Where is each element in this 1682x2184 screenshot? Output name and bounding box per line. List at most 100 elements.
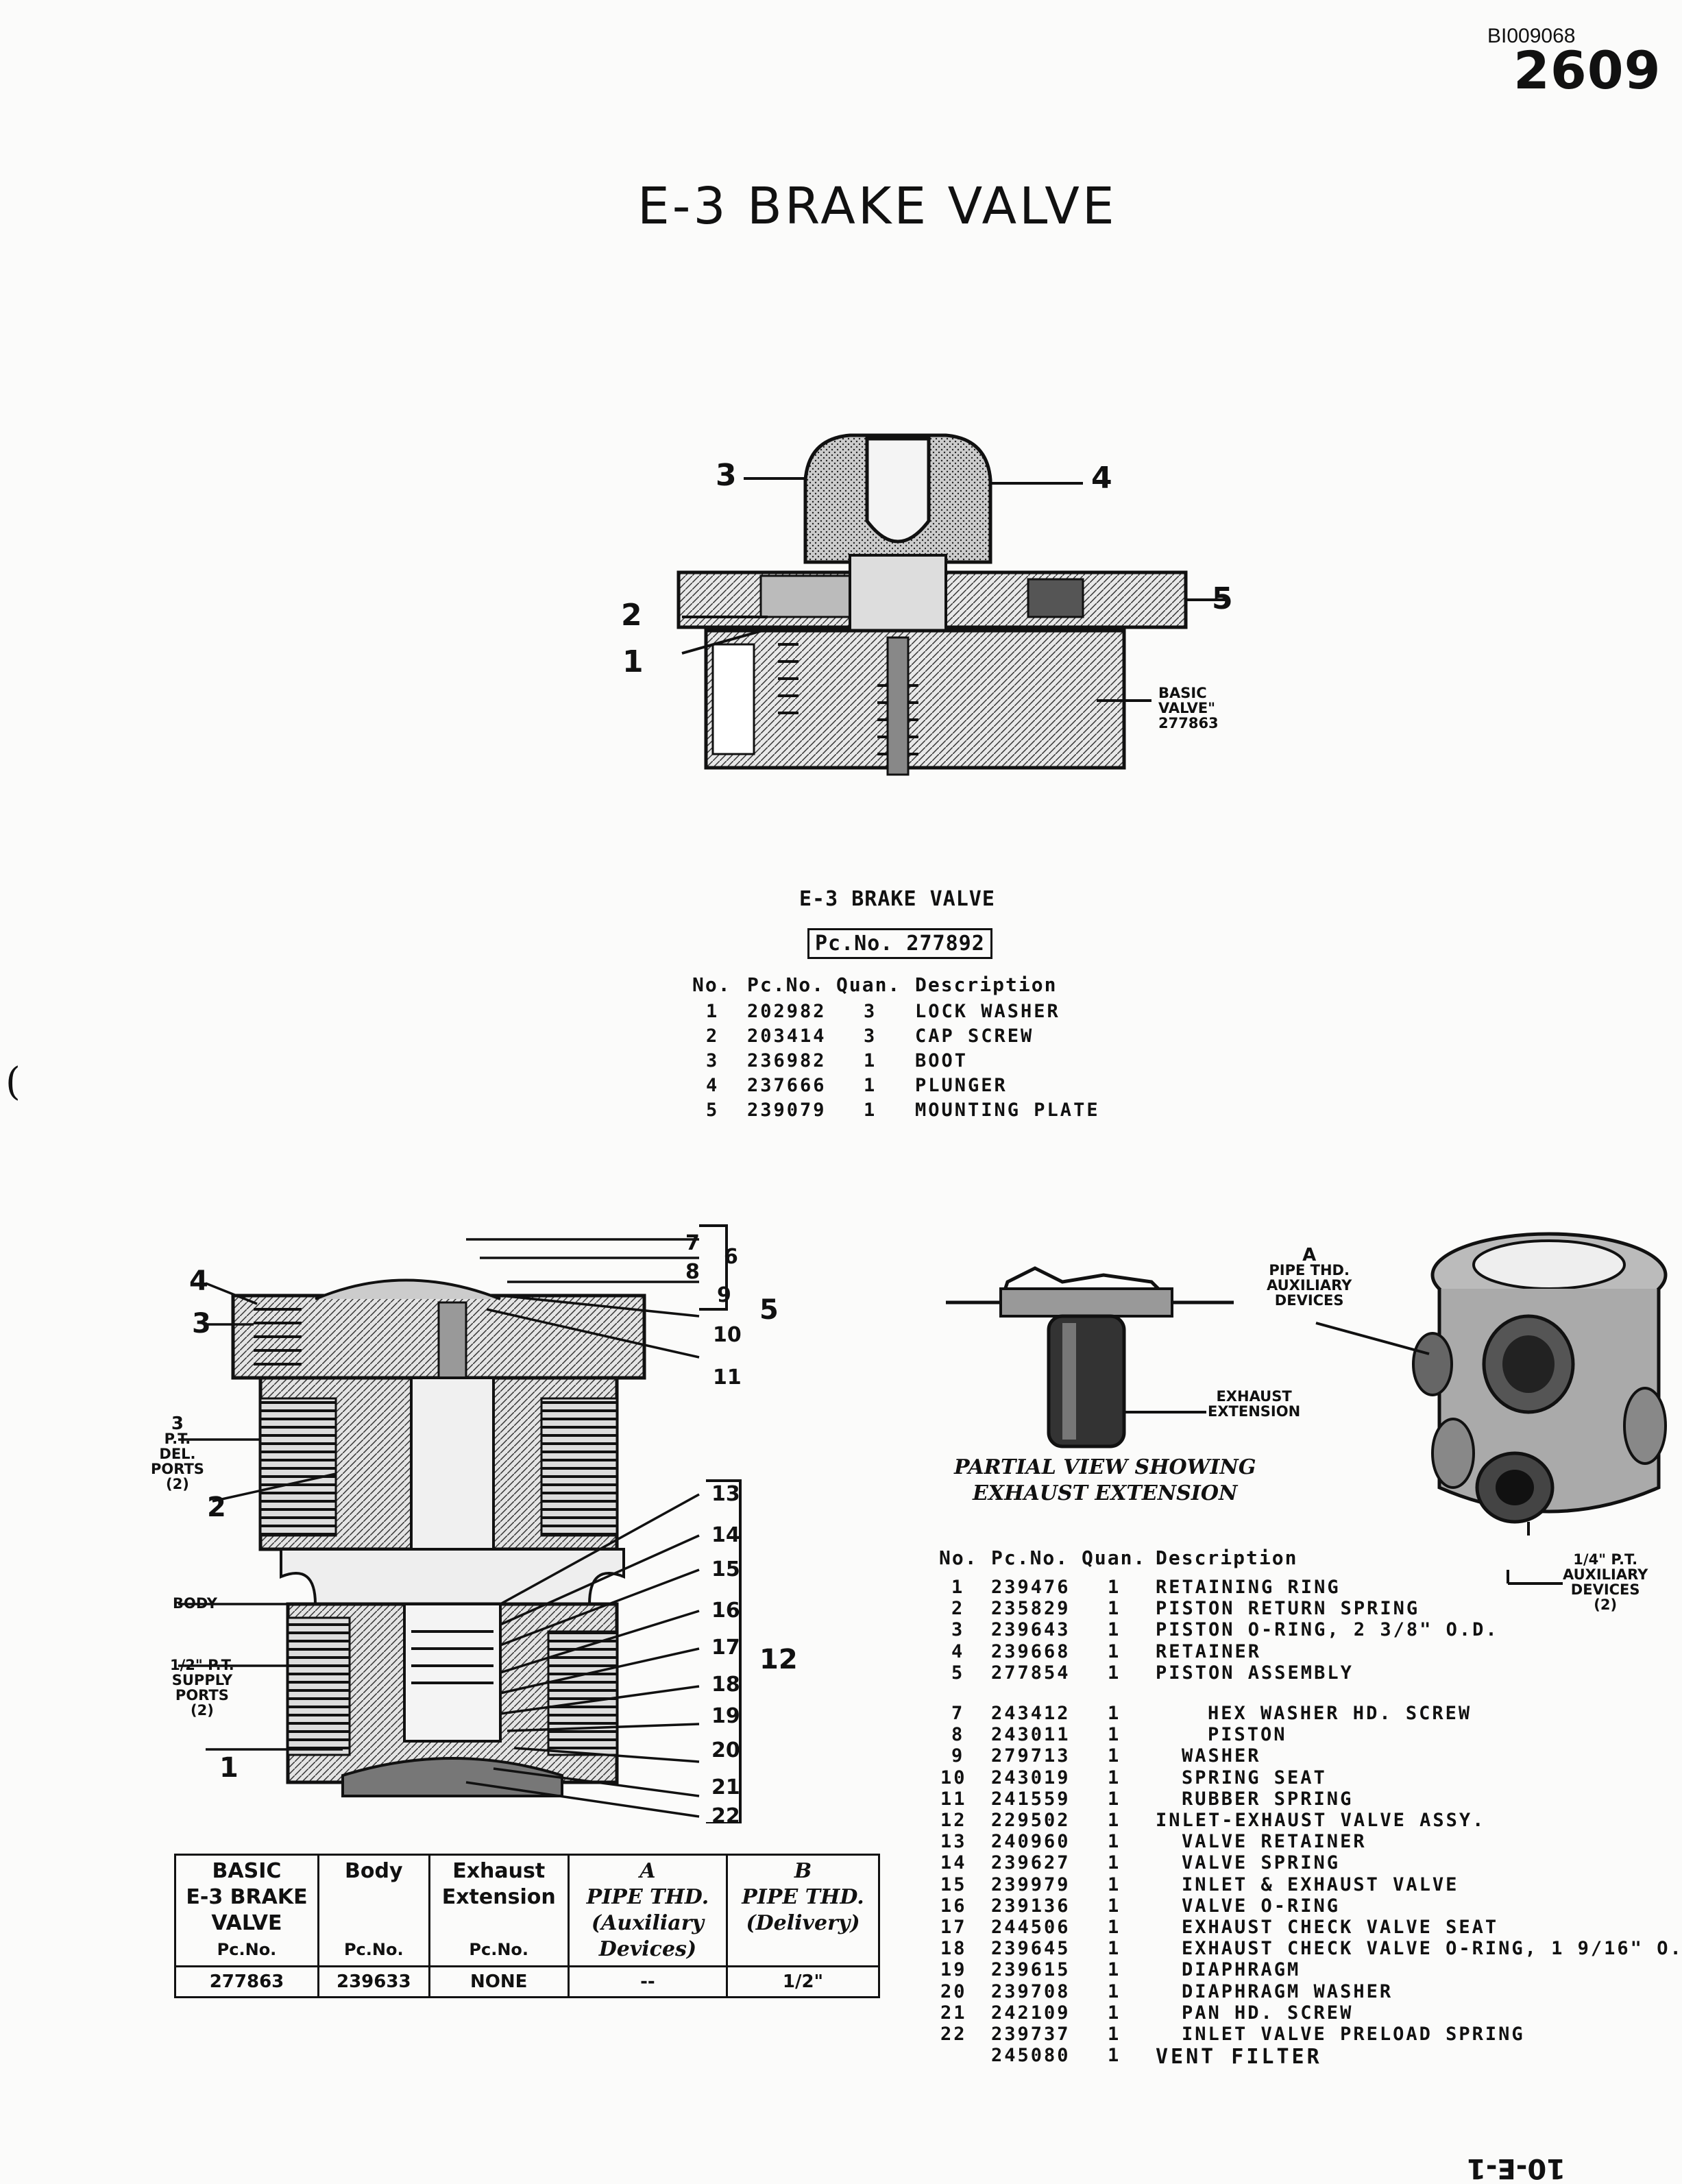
list-item-no: 20 [940,1980,967,2002]
list-item-desc: BOOT [915,1050,968,1071]
callout-13: 13 [711,1482,740,1506]
callout-22: 22 [711,1804,740,1828]
callout-2: 2 [207,1492,226,1523]
list-item-desc: VALVE O-RING [1182,1895,1341,1917]
parts-list-1-caption: E-3 BRAKE VALVE [799,887,995,911]
list-item-pc: 239643 [991,1619,1071,1641]
list-item-desc: WASHER [1182,1745,1261,1767]
basic-valve-table: BASIC E-3 BRAKE VALVE Pc.No. Body Pc.No.… [174,1854,880,1998]
header-desc: Description [1156,1546,1298,1569]
list-item-desc: RETAINER [1156,1640,1262,1662]
list-item-pc: 243412 [991,1703,1071,1725]
header-quan: Quan. [1082,1546,1147,1569]
list-item-desc: HEX WASHER HD. SCREW [1208,1703,1472,1725]
callout-3: 3 [716,458,737,493]
table-row: 277863 239633 NONE -- 1/2" [174,1965,880,1998]
list-item-qty: 1 [1108,1852,1121,1874]
list-item-pc: 203414 [747,1026,827,1047]
list-item-pc: 235829 [991,1598,1071,1620]
list-item-desc: DIAPHRAGM WASHER [1182,1980,1393,2002]
label-exhaust-extension: EXHAUST EXTENSION [1208,1388,1301,1420]
list-item-no: 2 [706,1026,720,1047]
callout-10: 10 [713,1323,742,1347]
cell-pipe-thread-a: -- [567,1965,729,1998]
list-item-no: 3 [951,1619,965,1641]
list-item-pc: 239737 [991,2024,1071,2046]
list-item-pc: 236982 [747,1050,827,1071]
list-item-pc: 277854 [991,1662,1071,1684]
callout-17: 17 [711,1636,740,1660]
list-item-pc: 240960 [991,1831,1071,1853]
page-number: 2609 [1513,40,1661,101]
list-item-pc: 239615 [991,1959,1071,1981]
header-pipe-thread-a: A PIPE THD. (Auxiliary Devices) [567,1854,729,1967]
callout-21: 21 [711,1775,740,1799]
callout-5: 5 [759,1294,779,1326]
list-item-pc: 245080 [991,2045,1071,2067]
list-item-no: 14 [940,1852,967,1874]
list-item-desc: LOCK WASHER [915,1001,1060,1022]
list-item-desc: RETAINING RING [1156,1577,1341,1598]
callout-19: 19 [711,1704,740,1728]
list-item-qty: 1 [1108,1724,1121,1746]
list-item-qty: 1 [1108,1810,1121,1832]
list-item-qty: 1 [1108,1640,1121,1662]
list-item-qty: 1 [1108,1831,1121,1853]
list-item-desc: PISTON O-RING, 2 3/8" O.D. [1156,1619,1499,1641]
header-quan: Quan. [836,973,901,996]
list-item-desc: VALVE RETAINER [1182,1831,1367,1853]
header-pipe-thread-b: B PIPE THD. (Delivery) [726,1854,880,1967]
list-item-desc: SPRING SEAT [1182,1767,1327,1788]
page-title: E-3 BRAKE VALVE [637,177,1117,236]
list-item-pc: 239668 [991,1640,1071,1662]
list-item-pc: 242109 [991,2002,1071,2024]
list-item-no: 8 [951,1724,965,1746]
list-item-desc: PISTON [1208,1724,1287,1746]
cell-basic-valve: 277863 [174,1965,319,1998]
callout-16: 16 [711,1599,740,1623]
list-item-qty: 1 [1108,2024,1121,2046]
list-item-no: 1 [706,1001,720,1022]
list-item-no: 5 [951,1662,965,1684]
callout-11: 11 [713,1366,742,1390]
callout-1: 1 [219,1752,239,1784]
callout-4: 4 [1091,461,1112,496]
list-item-desc: CAP SCREW [915,1026,1034,1047]
list-item-pc: 229502 [991,1810,1071,1832]
footer-mark: 10-E-1 [1467,2152,1566,2184]
list-item-no: 17 [940,1917,967,1939]
header-no: No. [939,1546,978,1569]
list-item-desc: PAN HD. SCREW [1182,2002,1354,2024]
list-item-no: 22 [940,2024,967,2046]
list-item-no: 5 [706,1100,720,1121]
list-item-desc: DIAPHRAGM [1182,1959,1301,1981]
figure-valve-section [178,1224,742,1823]
list-item-qty: 1 [1108,1959,1121,1981]
list-item-no: 1 [951,1577,965,1598]
list-item-desc: INLET & EXHAUST VALVE [1182,1873,1459,1895]
list-item-no: 12 [940,1810,967,1832]
list-item-pc: 241559 [991,1788,1071,1810]
margin-bracket: ( [5,1060,21,1104]
list-item-no: 21 [940,2002,967,2024]
list-item-desc: VALVE SPRING [1182,1852,1341,1874]
callout-6: 6 [724,1245,738,1269]
list-item-pc: 243019 [991,1767,1071,1788]
parts-list-1: No. Pc.No. Quan. Description 1 202982 3 … [692,973,1117,1124]
label-delivery-ports: 3 P.T. DEL. PORTS (2) [151,1413,204,1492]
list-item-qty: 1 [1108,1703,1121,1725]
list-item-desc: EXHAUST CHECK VALVE SEAT [1182,1917,1499,1939]
list-item-desc: PLUNGER [915,1075,1008,1096]
list-item-pc: 202982 [747,1001,827,1022]
list-item-no: 15 [940,1873,967,1895]
list-item-pc: 239645 [991,1938,1071,1960]
callout-1: 1 [622,644,644,679]
list-item-no: 13 [940,1831,967,1853]
list-item-no: 11 [940,1788,967,1810]
header-pc-no: Pc.No. [991,1546,1069,1569]
callout-2: 2 [621,598,642,633]
list-item-desc: PISTON ASSEMBLY [1156,1662,1354,1684]
list-item-desc: MOUNTING PLATE [915,1100,1100,1121]
pc-no-box: Pc.No. 277892 [807,928,992,959]
list-item-no: 18 [940,1938,967,1960]
